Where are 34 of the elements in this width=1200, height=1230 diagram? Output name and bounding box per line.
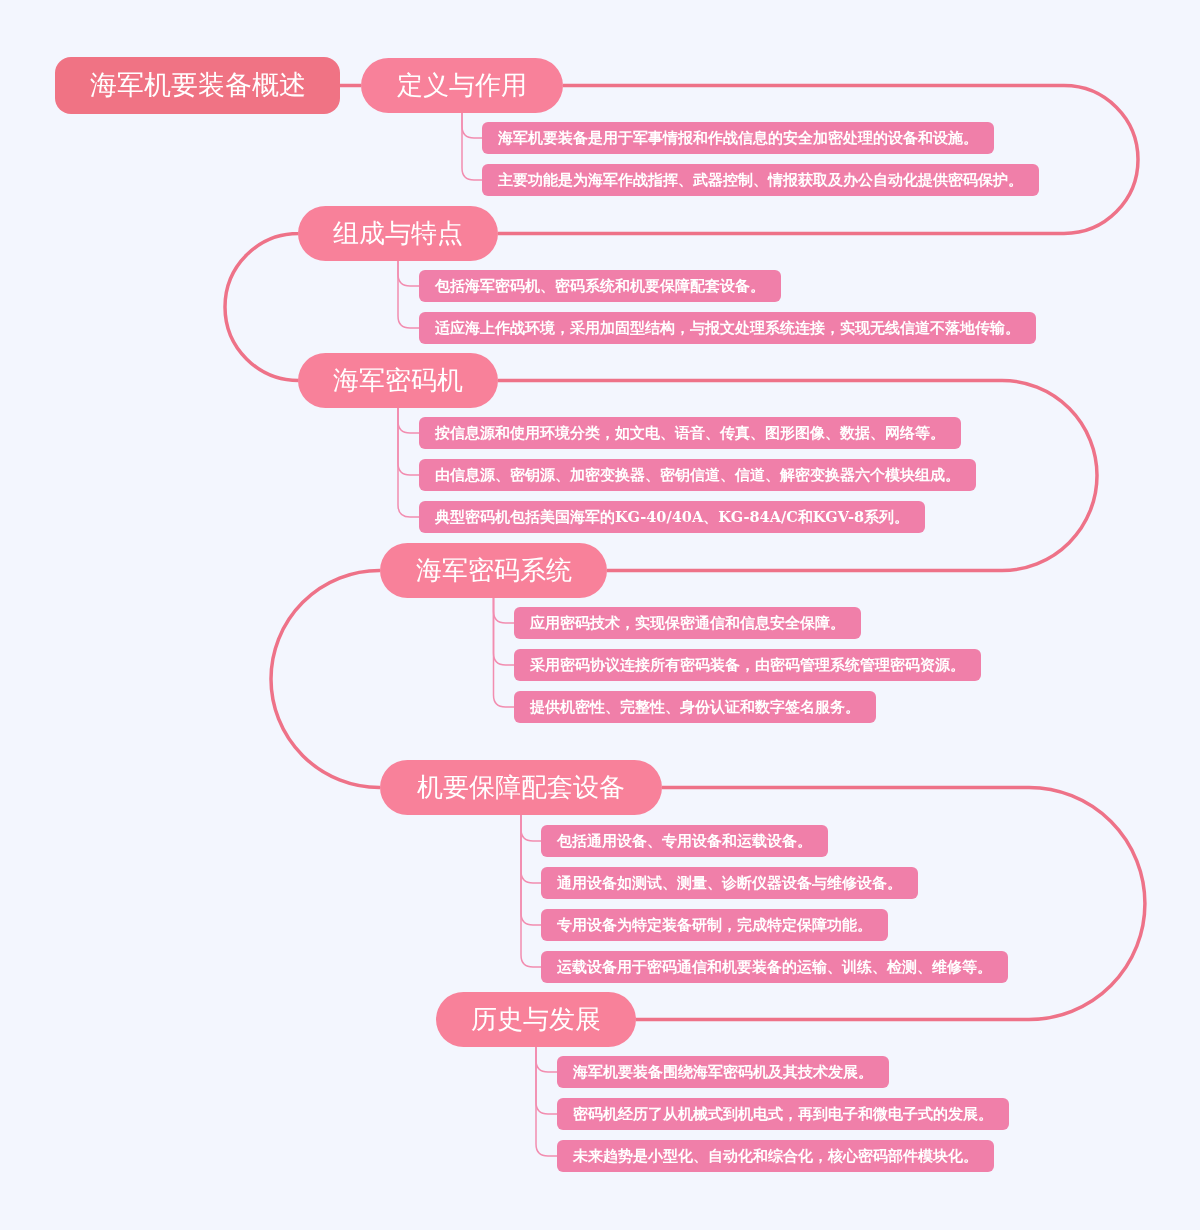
- connector-line: [269, 568, 382, 790]
- topic-pill: 定义与作用: [361, 58, 563, 113]
- connector-line: [340, 83, 361, 88]
- leaf-note: 海军机要装备围绕海军密码机及其技术发展。: [557, 1056, 889, 1088]
- topic-pill: 组成与特点: [298, 206, 498, 261]
- leaf-note: 未来趋势是小型化、自动化和综合化，核心密码部件模块化。: [557, 1140, 994, 1172]
- root-topic: 海军机要装备概述: [55, 57, 340, 114]
- connector-line: [498, 378, 1099, 573]
- leaf-note: 应用密码技术，实现保密通信和信息安全保障。: [514, 607, 861, 639]
- leaf-note: 主要功能是为海军作战指挥、武器控制、情报获取及办公自动化提供密码保护。: [482, 164, 1039, 196]
- leaf-note: 提供机密性、完整性、身份认证和数字签名服务。: [514, 691, 876, 723]
- branch-line: [397, 260, 420, 329]
- leaf-note: 包括海军密码机、密码系统和机要保障配套设备。: [419, 270, 781, 302]
- connector-line: [498, 83, 1140, 236]
- leaf-note: 海军机要装备是用于军事情报和作战信息的安全加密处理的设备和设施。: [482, 122, 994, 154]
- branch-line: [520, 814, 542, 968]
- leaf-note: 由信息源、密钥源、加密变换器、密钥信道、信道、解密变换器六个模块组成。: [419, 459, 976, 491]
- topic-pill: 海军密码系统: [380, 543, 607, 598]
- branch-line: [397, 407, 420, 518]
- leaf-note: 适应海上作战环境，采用加固型结构，与报文处理系统连接，实现无线信道不落地传输。: [419, 312, 1036, 344]
- leaf-note: 专用设备为特定装备研制，完成特定保障功能。: [541, 909, 888, 941]
- leaf-note: 典型密码机包括美国海军的KG-40/40A、KG-84A/C和KGV-8系列。: [419, 501, 925, 533]
- leaf-note: 采用密码协议连接所有密码装备，由密码管理系统管理密码资源。: [514, 649, 981, 681]
- leaf-note: 包括通用设备、专用设备和运载设备。: [541, 825, 828, 857]
- branch-line: [535, 1046, 558, 1157]
- topic-pill: 海军密码机: [298, 353, 498, 408]
- branch-line: [461, 112, 483, 181]
- topic-pill: 机要保障配套设备: [380, 760, 662, 815]
- topic-pill: 历史与发展: [436, 992, 636, 1047]
- leaf-note: 通用设备如测试、测量、诊断仪器设备与维修设备。: [541, 867, 918, 899]
- leaf-note: 密码机经历了从机械式到机电式，再到电子和微电子式的发展。: [557, 1098, 1009, 1130]
- leaf-note: 按信息源和使用环境分类，如文电、语音、传真、图形图像、数据、网络等。: [419, 417, 961, 449]
- branch-line: [492, 597, 515, 708]
- leaf-note: 运载设备用于密码通信和机要装备的运输、训练、检测、维修等。: [541, 951, 1008, 983]
